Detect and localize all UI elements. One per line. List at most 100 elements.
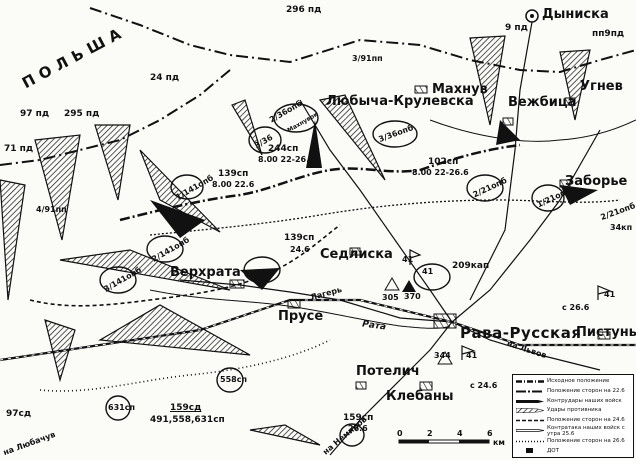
unit-4-91pp: 4/91пп (36, 205, 67, 214)
town-pistuny: Пистуны (576, 325, 636, 340)
settlement-block (287, 299, 301, 309)
enemy-attack-arrow (98, 304, 251, 356)
unit-97sd: 97сд (6, 409, 32, 419)
unit-ring (105, 395, 131, 421)
settlement-block (564, 97, 576, 106)
town-sedliska: Седлиска (320, 247, 393, 262)
road-lyubycha-rava (299, 99, 453, 323)
unit-ring (170, 174, 204, 200)
unit-139sp-b: 139сп (284, 233, 315, 243)
road-rava-ugnev (451, 129, 601, 323)
legend-sym-counter (516, 400, 544, 403)
unit-3-91pp: 3/91пп (352, 54, 383, 63)
position-line-start (149, 199, 621, 236)
enemy-attack-arrow (469, 35, 506, 126)
town-lyubycha: Любыча-Крулевска (326, 94, 474, 109)
road-rava-lvov (451, 321, 601, 371)
front-line-22 (119, 143, 521, 222)
unit-558sp: 558сп (220, 375, 247, 384)
unit-102sp: 102сп (428, 157, 459, 167)
legend-24: Положение сторон на 24.6 (547, 417, 625, 423)
town-mahnuv: Махнув (432, 82, 488, 97)
dyniska-marker (525, 9, 539, 23)
legend-dot: ДОТ (547, 448, 559, 454)
unit-159sd-sub: 491,558,631сп (150, 415, 225, 425)
unit-ring (273, 103, 319, 133)
settlement-block (349, 247, 361, 256)
unit-296pd: 296 пд (286, 5, 322, 15)
unit-159sd-title: 159сд (170, 403, 202, 413)
road-dyniska (469, 21, 533, 301)
unit-209kap: 209кап (452, 261, 490, 271)
scale-tick-6: 6 (487, 429, 493, 438)
marker-41-b: 41 (422, 267, 434, 276)
unit-ring (466, 174, 504, 202)
unit-ring (248, 126, 282, 154)
unit-97pd: 97 пд (20, 109, 50, 119)
unit-ring (339, 423, 365, 447)
river-north (429, 119, 636, 142)
enemy-attack-arrow (559, 49, 591, 121)
enemy-attack-arrow (34, 134, 81, 241)
height-370: 370 (404, 292, 421, 301)
label-c26-6: с 26.6 (562, 303, 590, 312)
legend-25: Контратака наших войск с утра 25.6 (547, 425, 625, 437)
town-rava: Рава-Русская (460, 324, 582, 342)
unit-ring (531, 184, 565, 212)
marker-41-c: 41 (604, 290, 616, 299)
legend-22: Положение сторон на 22.6 (547, 388, 625, 394)
scale-tick-0: 0 (397, 429, 403, 438)
settlement-block (414, 85, 428, 94)
unit-159sp: 159сп (343, 413, 374, 423)
enemy-attack-arrow (0, 179, 26, 301)
settlement-block (419, 381, 433, 391)
unit-ring (372, 120, 418, 148)
legend-sym-24 (516, 419, 544, 422)
enemy-attack-arrow (44, 319, 76, 383)
unit-pp9pd: пп9пд (592, 29, 625, 39)
height-marker (402, 280, 416, 292)
state-border-west (0, 69, 231, 166)
marker-41-d: 41 (466, 351, 478, 360)
counterattack-arrow (496, 120, 520, 145)
flag-marker (409, 249, 422, 265)
enemy-attack-arrow (231, 99, 263, 156)
settlement-block (502, 117, 514, 126)
front-line-24 (29, 224, 341, 307)
enemy-attack-arrow (318, 94, 386, 181)
unit-244sp: 244сп (268, 144, 299, 154)
unit-159sp-time: 26.6 (348, 424, 368, 433)
legend-counter: Контрудары наших войск (547, 398, 622, 404)
unit-ring (243, 256, 281, 284)
settlement-block (559, 179, 571, 188)
road-rava-south (329, 321, 453, 456)
unit-ring (216, 367, 244, 393)
scale-bar: 0 2 4 6 км (395, 430, 505, 454)
legend: Исходное положение Положение сторон на 2… (512, 374, 634, 458)
counterattack-arrow (560, 185, 598, 205)
counterattack-arrow (150, 200, 205, 238)
unit-ring (413, 263, 451, 291)
unit-ring (99, 266, 137, 294)
scale-tick-4: 4 (457, 429, 463, 438)
flag-marker (597, 285, 612, 300)
unit-102sp-time: 8.00 22-26.6 (412, 168, 469, 177)
unit-139sp-b-time: 24.6 (290, 245, 310, 254)
unit-244sp-time: 8.00 22-26.6 (258, 155, 315, 164)
legend-sym-dot (526, 448, 533, 453)
unit-139sp-a: 139сп (218, 169, 249, 179)
height-344: 344 (434, 351, 451, 360)
railway-ties (0, 299, 636, 361)
town-potelich: Потелич (356, 364, 420, 379)
legend-26: Положение сторон на 26.6 (547, 438, 625, 444)
height-marker (437, 351, 453, 365)
settlement-block (355, 381, 367, 390)
label-c24-6: с 24.6 (470, 381, 498, 390)
scale-unit: км (493, 438, 505, 447)
unit-139sp-a-time: 8.00 22.6 (212, 180, 255, 189)
town-prusie: Прусе (278, 309, 324, 324)
settlement-block (229, 279, 245, 289)
unit-71pd: 71 пд (4, 144, 34, 154)
